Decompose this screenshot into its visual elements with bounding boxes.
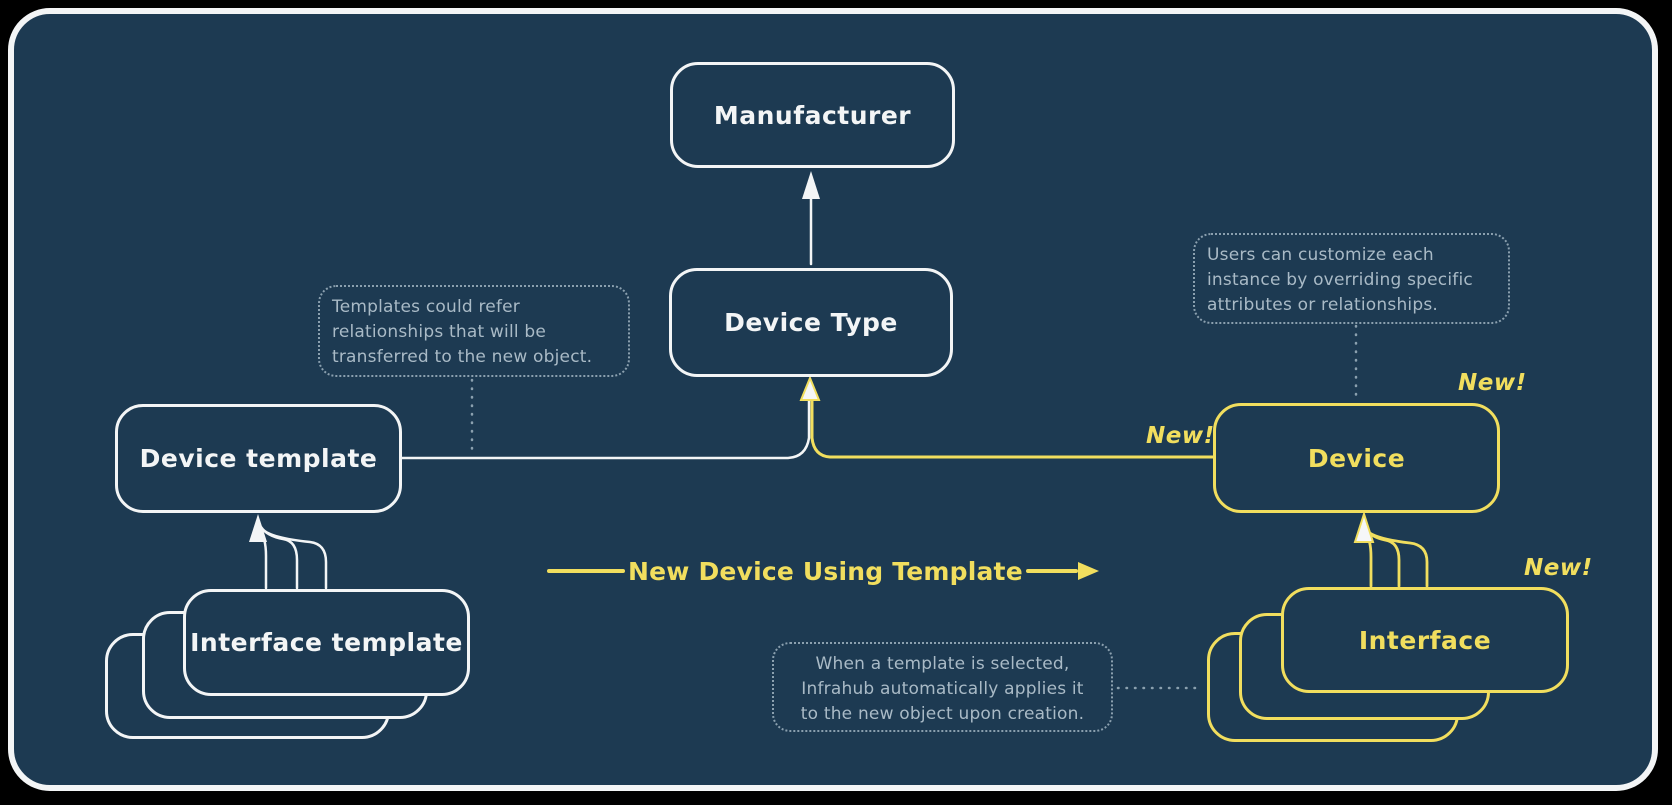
flow-arrow: New Device Using Template: [547, 552, 1099, 590]
node-interface-template: Interface template: [183, 589, 470, 696]
arrowhead-to-manufacturer: [802, 171, 820, 199]
node-manufacturer: Manufacturer: [670, 62, 955, 168]
badge-new-device-line: New!: [1146, 423, 1215, 449]
arrowhead-to-device-type: [799, 375, 821, 401]
flow-arrowhead-icon: [1077, 562, 1099, 580]
badge-new-interface: New!: [1524, 555, 1593, 581]
note-users: Users can customize each instance by ove…: [1193, 233, 1510, 324]
line-interface-template-3: [260, 527, 328, 590]
node-device-type-label: Device Type: [724, 308, 898, 337]
flow-line-right: [1025, 569, 1078, 573]
flow-label: New Device Using Template: [628, 556, 1023, 586]
node-device-template-label: Device template: [139, 444, 378, 473]
node-device: Device: [1213, 403, 1500, 513]
node-interface-label: Interface: [1358, 625, 1492, 655]
node-interface-template-label: Interface template: [190, 628, 463, 657]
note-templates: Templates could refer relationships that…: [318, 285, 630, 377]
node-interface: Interface: [1281, 587, 1569, 693]
line-junction-to-device: [810, 396, 1215, 459]
arrowhead-to-device: [1353, 510, 1375, 543]
note-when: When a template is selected, Infrahub au…: [772, 642, 1113, 732]
arrowhead-to-device-template: [249, 514, 267, 542]
line-device-template-to-junction: [400, 396, 811, 460]
node-manufacturer-label: Manufacturer: [713, 100, 912, 130]
node-device-template: Device template: [115, 404, 402, 513]
flow-line-left: [547, 569, 625, 573]
node-device-type: Device Type: [669, 268, 953, 377]
line-interface-3: [1365, 529, 1429, 588]
badge-new-device: New!: [1458, 370, 1527, 396]
node-device-label: Device: [1307, 443, 1406, 473]
